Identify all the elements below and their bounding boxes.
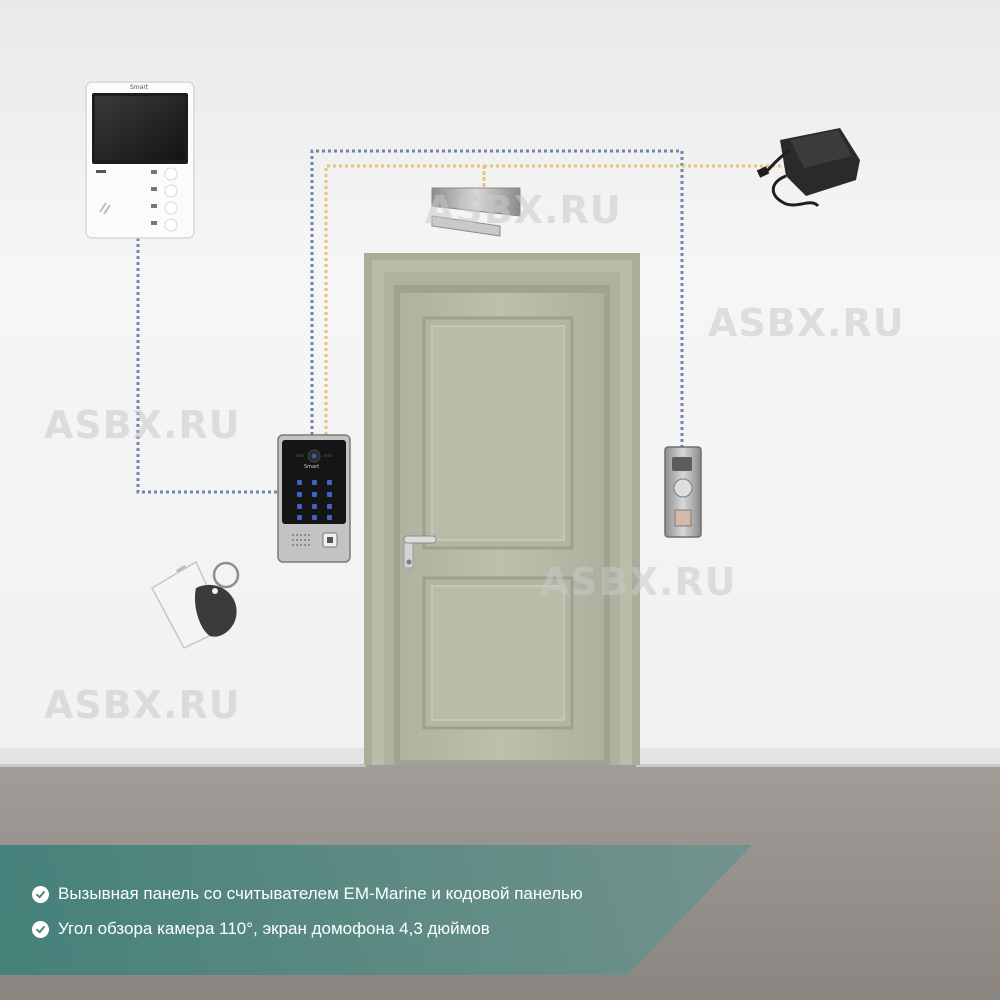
feature-item: Угол обзора камера 110°, экран домофона … xyxy=(32,919,490,939)
baseboard-left xyxy=(0,748,366,766)
watermark: ASBX.RU xyxy=(44,683,241,727)
check-circle-icon xyxy=(32,920,49,938)
electromagnetic-lock xyxy=(431,187,521,237)
intercom-monitor xyxy=(85,81,195,239)
call-panel xyxy=(277,434,351,563)
feature-item: Вызывная панель со считывателем EM-Marin… xyxy=(32,884,583,904)
exit-button xyxy=(664,446,702,538)
wires xyxy=(136,149,790,494)
feature-text: Угол обзора камера 110°, экран домофона … xyxy=(58,919,490,938)
baseboard-right xyxy=(636,748,1000,766)
features-banner-shape xyxy=(0,845,752,975)
watermark: ASBX.RU xyxy=(708,301,905,345)
monitor-brand-logo: Smart xyxy=(130,84,149,91)
check-circle-icon xyxy=(32,885,49,903)
call-panel-brand-logo: Smart xyxy=(304,464,320,470)
watermark: ASBX.RU xyxy=(44,403,241,447)
door xyxy=(364,253,640,765)
watermark: ASBX.RU xyxy=(425,188,622,232)
feature-text: Вызывная панель со считывателем EM-Marin… xyxy=(58,884,583,903)
watermark: ASBX.RU xyxy=(540,560,737,604)
rfid-card-and-keyfob xyxy=(151,560,240,649)
power-supply xyxy=(756,128,860,208)
